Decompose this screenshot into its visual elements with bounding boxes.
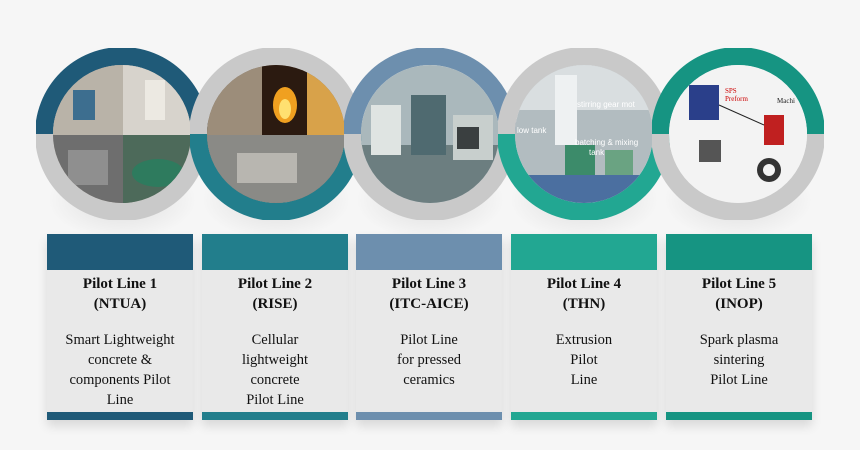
pilot-line-2-card: Pilot Line 2 (RISE) Cellular lightweight con… bbox=[202, 234, 348, 420]
card-footer-band bbox=[666, 412, 812, 420]
card-title-partner: (INOP) bbox=[715, 296, 763, 312]
card-title-name: Pilot Line 2 bbox=[237, 276, 313, 292]
card-footer-band bbox=[511, 412, 657, 420]
card-footer-band bbox=[202, 412, 348, 420]
card-description-line: Pilot Line bbox=[400, 332, 458, 348]
card-footer-band bbox=[47, 412, 193, 420]
card-title-partner: (RISE) bbox=[252, 296, 298, 312]
pilot-line-3-card: Pilot Line 3 (ITC-AICE) Pilot Line for pres… bbox=[356, 234, 502, 420]
card-description-line: Pilot bbox=[570, 352, 598, 368]
svg-text:SPS: SPS bbox=[725, 87, 737, 95]
card-header-band bbox=[666, 234, 812, 270]
card-title: Pilot Line 3 (ITC-AICE) bbox=[356, 274, 502, 314]
card-description: Pilot Line for pressed ceramics bbox=[360, 330, 498, 390]
card-header-band bbox=[47, 234, 193, 270]
card-title: Pilot Line 1 (NTUA) bbox=[47, 274, 193, 314]
card-header-band bbox=[202, 234, 348, 270]
pilot-line-3-ring bbox=[343, 47, 517, 221]
card-description-line: concrete bbox=[250, 372, 300, 388]
pilot-line-4-photo: stirring gear mot low tank batching & mi… bbox=[515, 65, 653, 203]
card-description-line: sintering bbox=[713, 352, 765, 368]
svg-text:Preform: Preform bbox=[725, 95, 748, 103]
card-description-line: Spark plasma bbox=[699, 332, 779, 348]
card-title-partner: (THN) bbox=[562, 296, 606, 312]
pilot-line-4-ring: stirring gear mot low tank batching & mi… bbox=[497, 47, 671, 221]
pilot-line-1-card: Pilot Line 1 (NTUA) Smart Lightweight concr… bbox=[47, 234, 193, 420]
card-description-line: Line bbox=[106, 392, 134, 408]
card-description-line: concrete & bbox=[87, 352, 152, 368]
card-title-partner: (ITC-AICE) bbox=[389, 296, 469, 312]
card-description-line: Pilot Line bbox=[710, 372, 768, 388]
pilot-line-1-photo bbox=[53, 65, 191, 203]
pilot-line-1-ring bbox=[35, 47, 209, 221]
svg-text:low tank: low tank bbox=[517, 126, 547, 135]
card-description-line: Line bbox=[570, 372, 598, 388]
pilot-line-2-ring bbox=[189, 47, 363, 221]
svg-text:tank: tank bbox=[589, 148, 605, 157]
pilot-line-2-photo bbox=[207, 65, 345, 203]
card-description-line: Pilot Line bbox=[246, 392, 304, 408]
card-description-line: ceramics bbox=[403, 372, 455, 388]
card-title-name: Pilot Line 1 bbox=[82, 276, 158, 292]
card-header-band bbox=[511, 234, 657, 270]
card-description-line: lightweight bbox=[241, 352, 309, 368]
card-description-line: for pressed bbox=[396, 352, 462, 368]
card-description-line: Cellular bbox=[251, 332, 299, 348]
card-description-line: components Pilot bbox=[69, 372, 171, 388]
card-title: Pilot Line 4 (THN) bbox=[511, 274, 657, 314]
card-title-name: Pilot Line 4 bbox=[546, 276, 622, 292]
card-description-line: Extrusion bbox=[555, 332, 613, 348]
svg-text:stirring gear mot: stirring gear mot bbox=[577, 100, 636, 109]
card-title-name: Pilot Line 3 bbox=[391, 276, 467, 292]
pilot-line-5-ring: SPS Preform Machi bbox=[651, 47, 825, 221]
card-footer-band bbox=[356, 412, 502, 420]
pilot-line-3-photo bbox=[361, 65, 499, 203]
card-title-partner: (NTUA) bbox=[93, 296, 147, 312]
card-header-band bbox=[356, 234, 502, 270]
pilot-line-5-photo: SPS Preform Machi bbox=[669, 65, 807, 203]
card-title-name: Pilot Line 5 bbox=[701, 276, 777, 292]
svg-text:batching & mixing: batching & mixing bbox=[575, 138, 638, 147]
card-description-line: Smart Lightweight bbox=[65, 332, 175, 348]
card-title: Pilot Line 5 (INOP) bbox=[666, 274, 812, 314]
card-title: Pilot Line 2 (RISE) bbox=[202, 274, 348, 314]
card-description: Smart Lightweight concrete & components Pi… bbox=[51, 330, 189, 410]
svg-text:Machi: Machi bbox=[777, 97, 795, 105]
